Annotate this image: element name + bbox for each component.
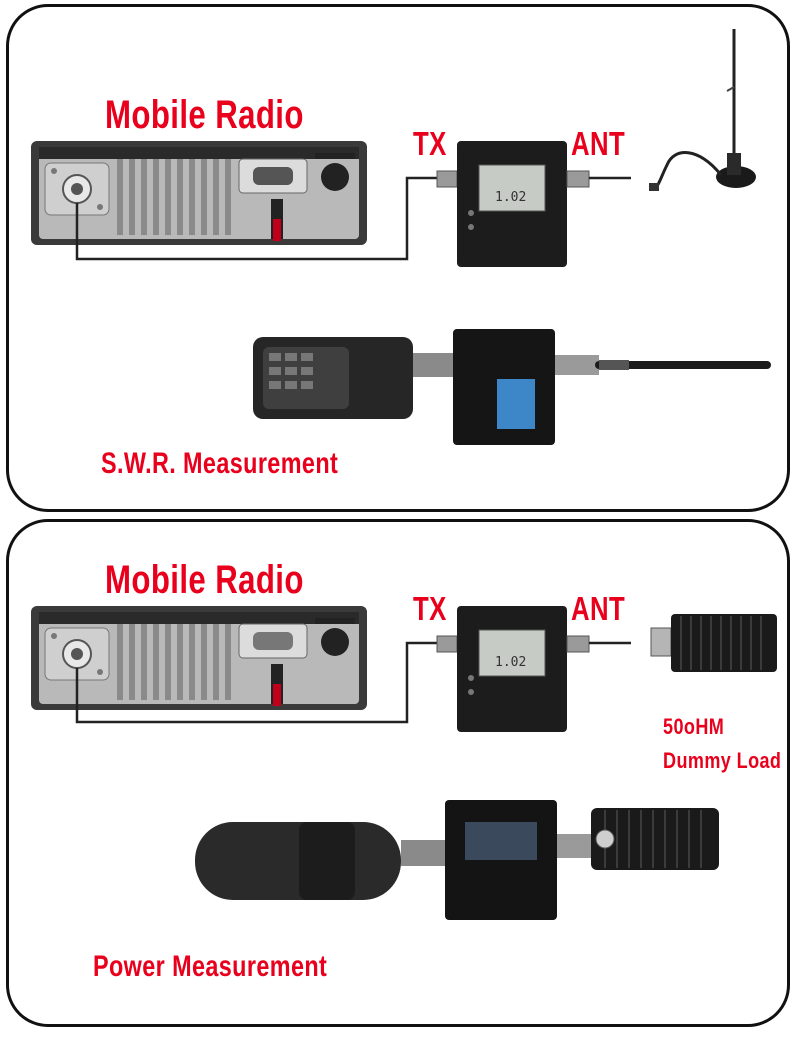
dummy-load <box>650 614 777 672</box>
meter-reading: 1.02 <box>495 655 526 670</box>
swr-measurement-panel: 1.02 <box>6 4 790 512</box>
swr-meter: 1.02 <box>436 141 590 267</box>
mobile-radio-label: Mobile Radio <box>105 558 304 602</box>
handheld-radio <box>195 822 445 900</box>
mobile-radio <box>31 141 367 245</box>
mag-mount-antenna <box>649 29 756 191</box>
power-diagram-art: 1.02 <box>31 606 777 920</box>
tx-port-label: TX <box>413 590 447 627</box>
swr-diagram-art: 1.02 <box>31 29 771 445</box>
ant-port-label: ANT <box>571 125 626 162</box>
power-meter-2 <box>445 800 593 920</box>
ant-port-label: ANT <box>571 590 626 627</box>
power-caption: Power Measurement <box>93 950 328 983</box>
mobile-radio <box>31 606 367 710</box>
coax-cable <box>75 176 437 261</box>
dummy-load-label: Dummy Load <box>663 748 782 773</box>
meter-reading: 1.02 <box>495 190 526 205</box>
tx-port-label: TX <box>413 125 447 162</box>
power-meter: 1.02 <box>436 606 590 732</box>
dummy-load-impedance-label: 50oHM <box>663 714 725 739</box>
handheld-radio <box>253 337 453 419</box>
mobile-radio-label: Mobile Radio <box>105 93 304 137</box>
swr-meter-2 <box>453 329 599 445</box>
swr-caption: S.W.R. Measurement <box>101 447 339 480</box>
dummy-load-2 <box>591 808 719 870</box>
coax-cable <box>75 641 437 724</box>
power-measurement-panel: 1.02 <box>6 519 790 1027</box>
